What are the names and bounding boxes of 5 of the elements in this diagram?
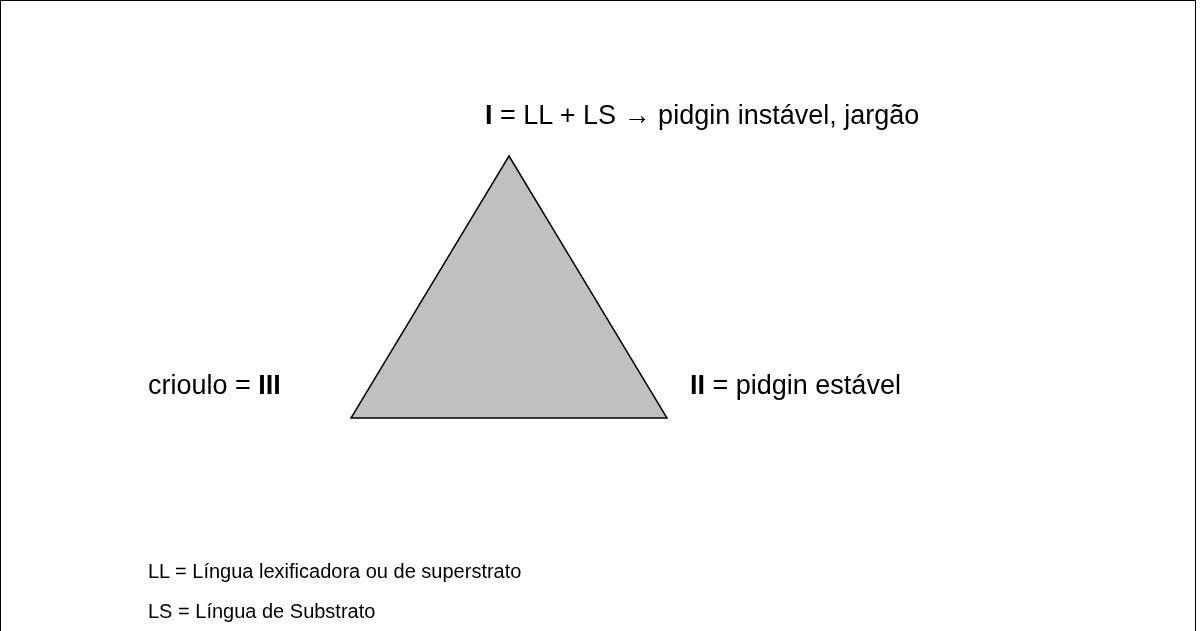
vertex-label: II = pidgin estável	[690, 370, 901, 401]
vertex-label: crioulo = III	[148, 370, 281, 401]
footnote: LS = Língua de Substrato	[148, 600, 376, 623]
footnote: LL = Língua lexificadora ou de superstrato	[148, 560, 522, 583]
vertex-label: I = LL + LS → pidgin instável, jargão	[485, 100, 920, 131]
